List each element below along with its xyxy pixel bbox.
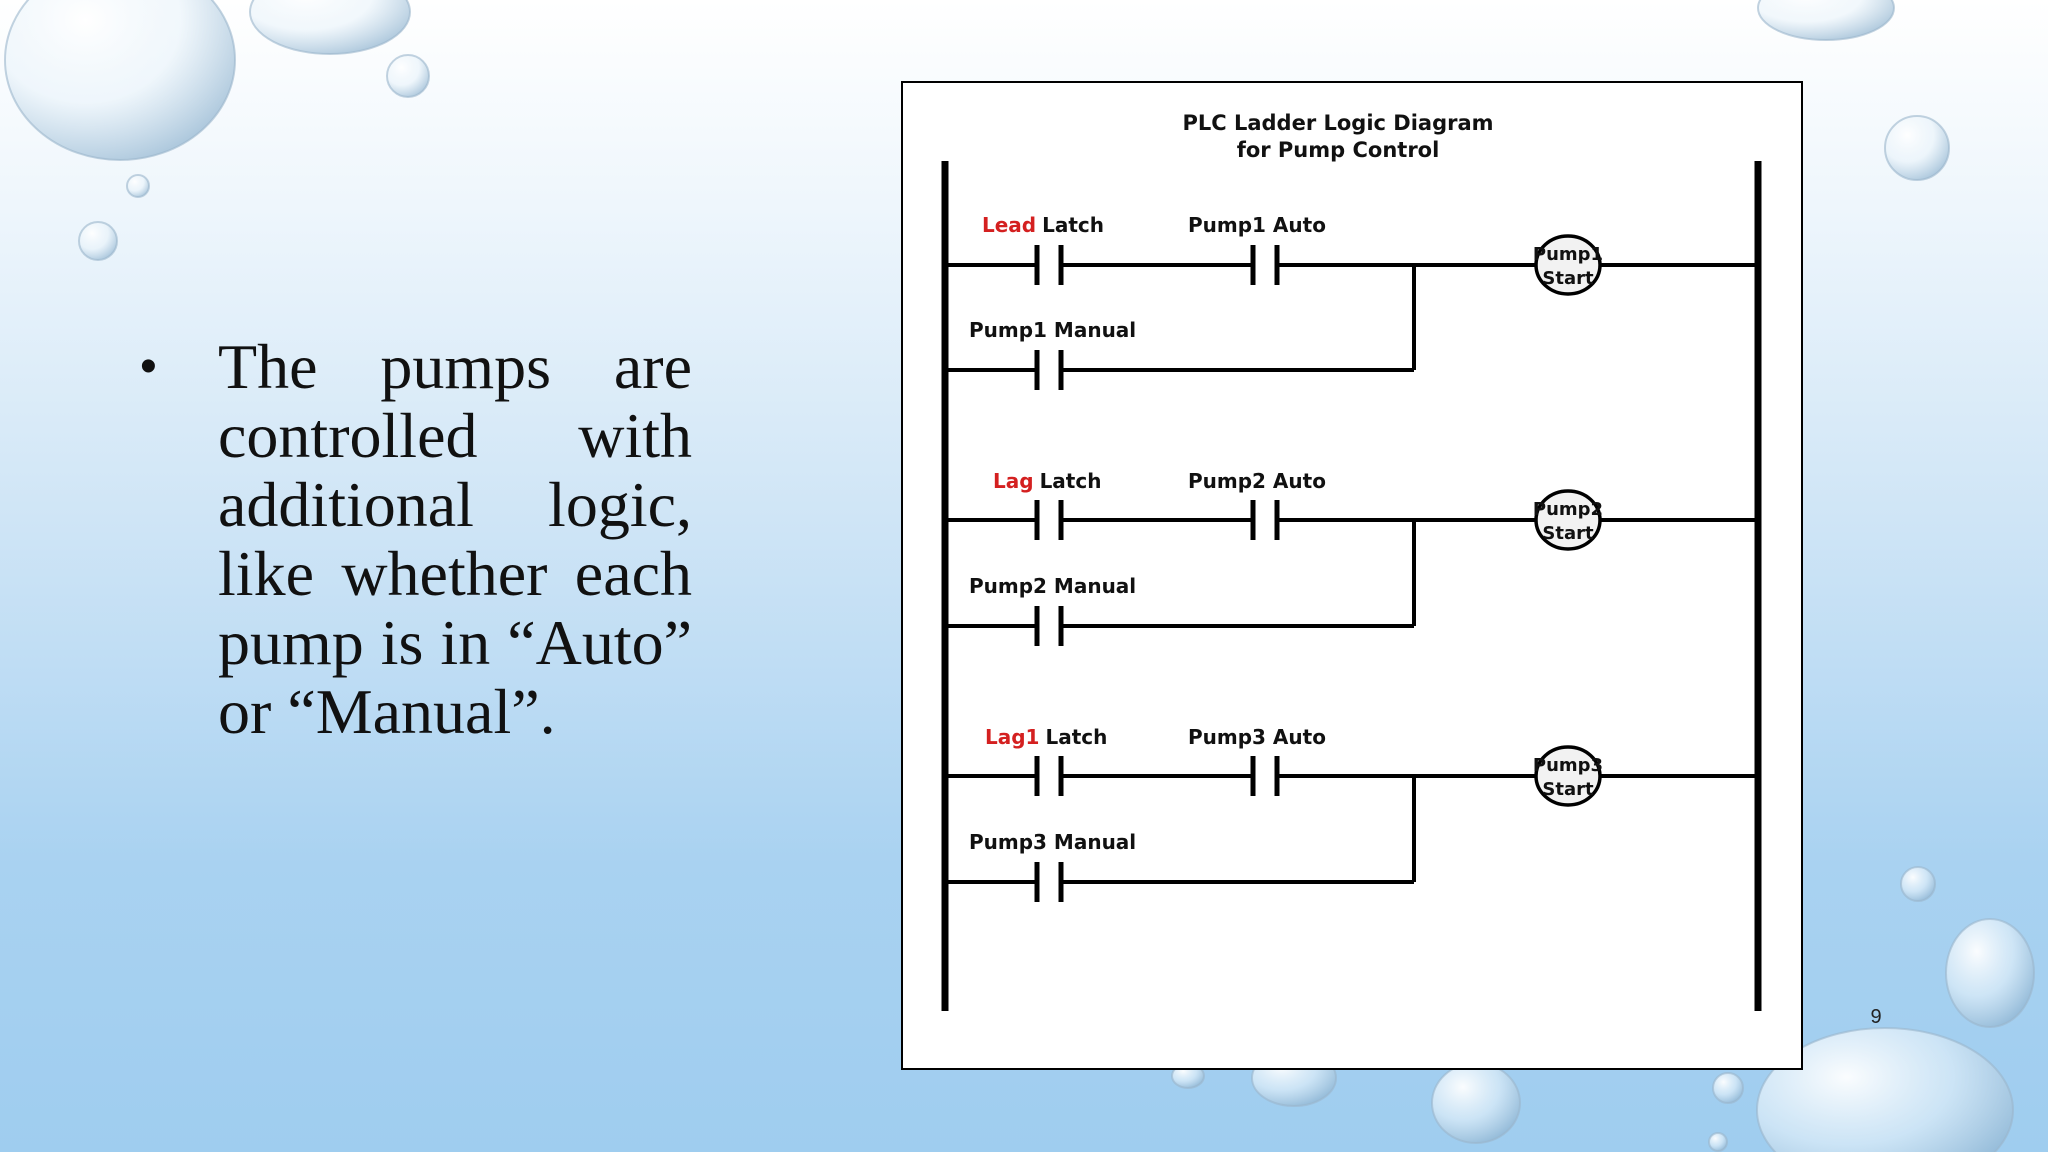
bullet-text: The pumps are controlled with additional… bbox=[218, 331, 692, 747]
diagram-title-line1: PLC Ladder Logic Diagram bbox=[1182, 111, 1493, 135]
pump1-coil-label-line1: Pump1 bbox=[1533, 244, 1603, 265]
water-drop-icon bbox=[1757, 0, 1895, 41]
bullet-icon: • bbox=[140, 340, 157, 393]
rung-2 bbox=[945, 489, 1758, 646]
ladder-diagram-frame: PLC Ladder Logic Diagram for Pump Contro… bbox=[901, 81, 1803, 1070]
water-drop-icon bbox=[249, 0, 411, 55]
diagram-title-line2: for Pump Control bbox=[1237, 138, 1440, 162]
pump1-start-coil bbox=[1534, 234, 1602, 296]
ladder-logic-diagram: PLC Ladder Logic Diagram for Pump Contro… bbox=[941, 111, 1762, 1011]
pump2-auto-label: Pump2 Auto bbox=[1188, 469, 1326, 493]
water-drop-icon bbox=[1712, 1072, 1744, 1104]
pump3-auto-label: Pump3 Auto bbox=[1188, 725, 1326, 749]
pump3-coil-label-line2: Start bbox=[1542, 779, 1594, 800]
bullet-point: • The pumps are controlled with addition… bbox=[140, 332, 692, 746]
pump2-manual-label: Pump2 Manual bbox=[969, 574, 1136, 598]
water-drop-icon bbox=[1431, 1062, 1521, 1144]
rung-3 bbox=[945, 745, 1758, 902]
pump2-coil-label-line1: Pump2 bbox=[1533, 499, 1603, 520]
pump1-auto-label: Pump1 Auto bbox=[1188, 213, 1326, 237]
water-drop-icon bbox=[1708, 1132, 1728, 1152]
water-drop-icon bbox=[1945, 918, 2035, 1028]
water-drop-icon bbox=[1756, 1027, 2014, 1152]
pump1-coil-label-line2: Start bbox=[1542, 268, 1594, 289]
water-drop-icon bbox=[4, 0, 236, 161]
water-drop-icon bbox=[1884, 115, 1950, 181]
pump2-coil-label-line2: Start bbox=[1542, 523, 1594, 544]
pump2-start-coil bbox=[1534, 489, 1602, 551]
rung-1 bbox=[945, 234, 1758, 390]
slide-page-number: 9 bbox=[1870, 1006, 1882, 1028]
water-drop-icon bbox=[78, 221, 118, 261]
pump3-coil-label-line1: Pump3 bbox=[1533, 755, 1603, 776]
water-drop-icon bbox=[386, 54, 430, 98]
water-drop-icon bbox=[1900, 866, 1936, 902]
pump3-manual-label: Pump3 Manual bbox=[969, 830, 1136, 854]
pump1-manual-label: Pump1 Manual bbox=[969, 318, 1136, 342]
pump3-start-coil bbox=[1534, 745, 1602, 807]
water-drop-icon bbox=[126, 174, 150, 198]
